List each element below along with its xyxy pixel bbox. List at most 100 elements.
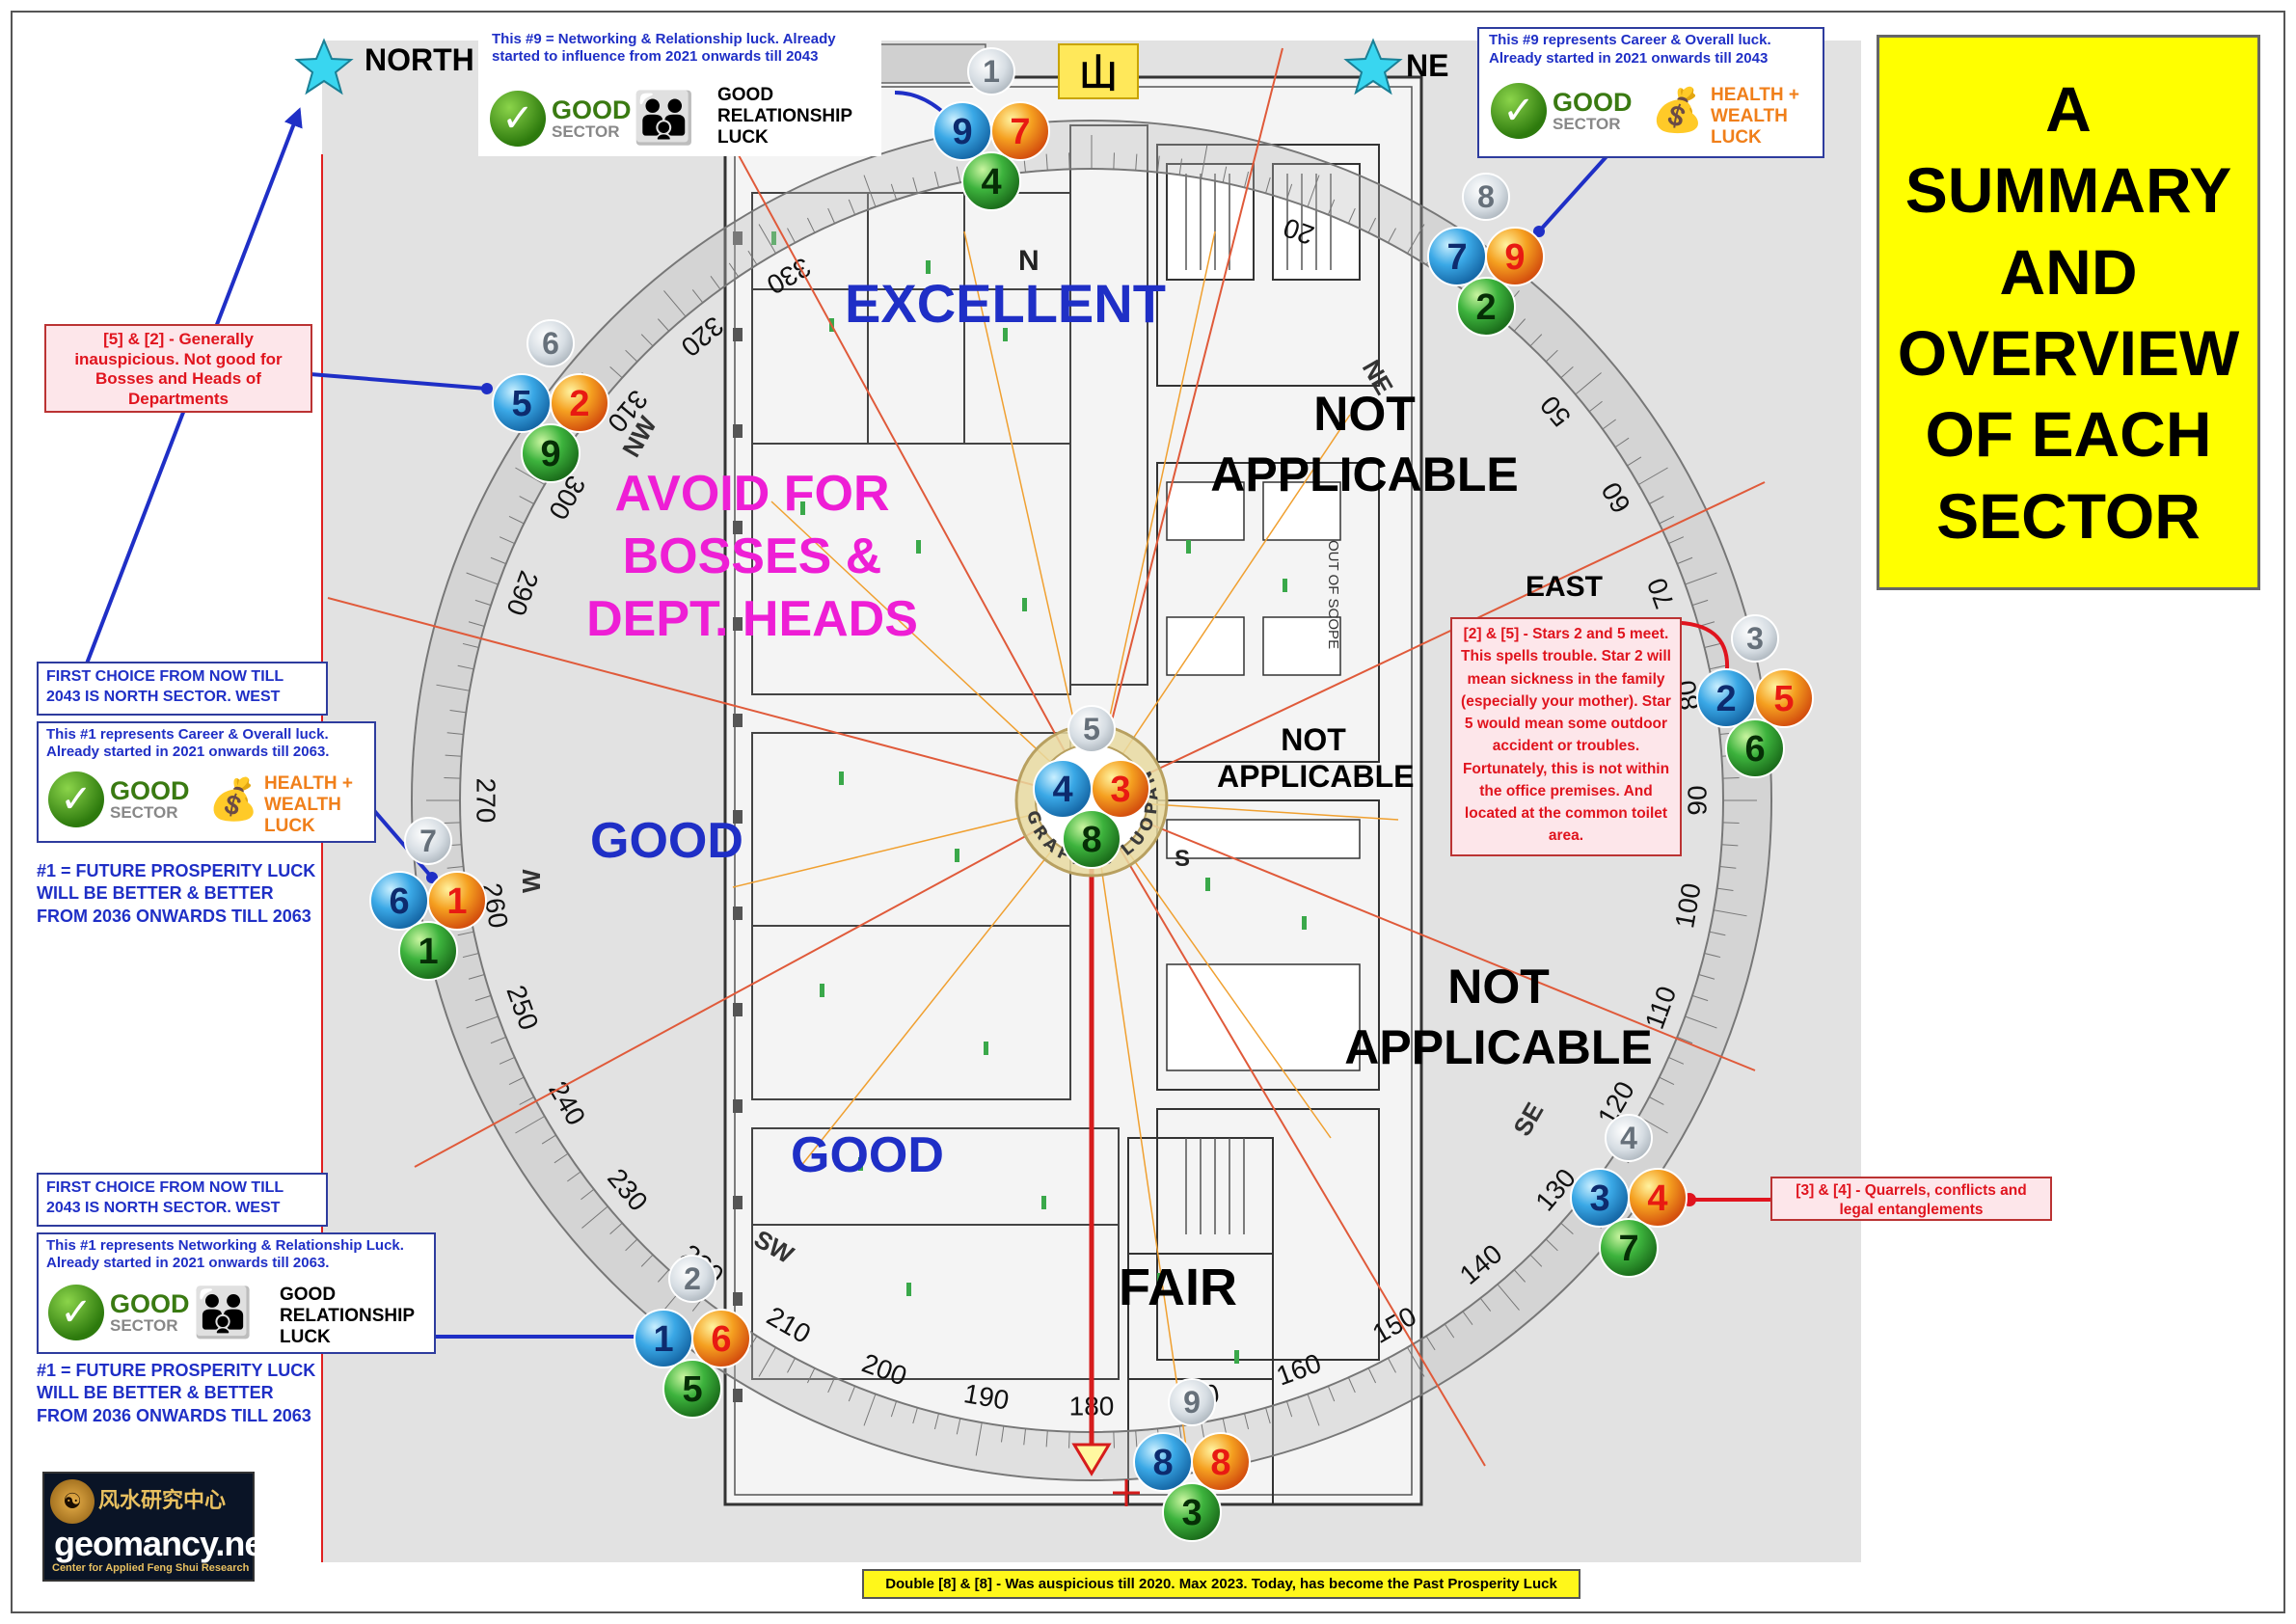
compass-tick [912, 1407, 918, 1424]
compass-tick [1479, 1297, 1492, 1312]
relationship-luck-text: GOOD RELATIONSHIP LUCK [280, 1285, 415, 1347]
good-text: GOOD [552, 95, 632, 124]
star-bottom-circle [1725, 718, 1785, 778]
star-top-circle [967, 47, 1015, 95]
compass-tick [499, 1056, 515, 1065]
compass-tick [933, 1413, 940, 1430]
compass-tick [1721, 844, 1739, 847]
compass-tick [1135, 1430, 1138, 1448]
compass-tick [1560, 365, 1574, 379]
checkmark-icon: ✓ [48, 771, 104, 827]
money-bag-icon: 💰 [208, 775, 259, 823]
star-right-number: 2 [569, 384, 589, 424]
star-right-circle [427, 871, 487, 931]
page-frame [11, 11, 2285, 1613]
star-bottom-circle [1062, 809, 1121, 869]
compass-tick [1649, 1096, 1664, 1105]
compass-tick [1588, 400, 1603, 413]
compass-tick [445, 754, 462, 757]
facade-columns [733, 231, 743, 1402]
east-warning-note: [2] & [5] - Stars 2 and 5 meet. This spe… [1450, 617, 1682, 856]
star-top-number: 8 [1477, 179, 1495, 214]
compass-tick [468, 974, 485, 980]
star-left-number: 2 [1715, 679, 1736, 719]
star-top-circle [527, 319, 575, 367]
sw-note-text: This #1 represents Networking & Relation… [46, 1237, 404, 1272]
compass-tick [554, 1152, 569, 1164]
bottom-note: Double [8] & [8] - Was auspicious till 2… [862, 1569, 1580, 1599]
compass-tick [1691, 599, 1709, 607]
money-bag-icon: 💰 [1651, 86, 1704, 135]
compass-tick [640, 334, 654, 347]
compass-tick [1691, 994, 1709, 1002]
compass-tick [625, 1238, 638, 1252]
compass-tick [1000, 1425, 1005, 1443]
checkmark-icon: ✓ [490, 91, 546, 147]
compass-tick [848, 1386, 856, 1402]
compass-tick [1614, 437, 1630, 448]
compass-tick [663, 290, 687, 317]
compass-tick [1307, 1394, 1320, 1426]
west-note-text: This #1 represents Career & Overall luck… [46, 726, 330, 761]
compass-tick [710, 276, 721, 290]
compass-tick [1698, 974, 1715, 980]
compass-tick [1135, 153, 1138, 171]
office-zone-w [751, 732, 1071, 1100]
sector-text: SECTOR [1553, 115, 1621, 133]
compass-tick [1285, 1400, 1293, 1418]
compass-tick [806, 1367, 816, 1384]
star-top-circle [1605, 1114, 1653, 1162]
compass-tick [640, 1254, 654, 1267]
sector-text: SECTOR [110, 803, 178, 822]
compass-tick [1327, 199, 1336, 215]
compass-tick [581, 1205, 608, 1229]
good-text: GOOD [1553, 88, 1633, 117]
out-of-scope-mark: OUT OF SCOPE [1325, 540, 1341, 649]
compass-tick [1113, 1431, 1115, 1448]
relationship-luck-text: GOOD RELATIONSHIP LUCK [717, 85, 852, 148]
star-top-number: 2 [684, 1261, 701, 1296]
compass-tick [457, 664, 474, 670]
compass-tick [1709, 664, 1726, 670]
star-right-number: 4 [1647, 1178, 1667, 1219]
compass-tick [1023, 1428, 1027, 1446]
compass-tick [827, 207, 836, 224]
compass-tick [863, 1394, 877, 1426]
degree-label: 270 [472, 778, 501, 824]
good-text: GOOD [110, 1289, 190, 1318]
family-icon: 👪 [633, 90, 695, 148]
compass-tick [806, 217, 816, 233]
logo-tagline: Center for Applied Feng Shui Research [52, 1562, 250, 1574]
compass-tick [515, 467, 546, 485]
compass-tick [466, 1015, 499, 1029]
compass-tick [1347, 1377, 1356, 1394]
compass-tick [1444, 1323, 1455, 1339]
label-good-sw: GOOD [791, 1127, 944, 1183]
compass-tick [691, 289, 704, 304]
compass-tick [787, 228, 796, 243]
star-right-number: 6 [711, 1319, 731, 1360]
star-right-circle [1628, 1168, 1688, 1228]
star-right-circle [550, 373, 609, 433]
compass-tick [1243, 171, 1250, 188]
compass-tick [1668, 536, 1685, 545]
plan-n-mark: N [1018, 245, 1040, 277]
star-left-number: 7 [1446, 237, 1467, 278]
star-top-number: 7 [419, 824, 437, 858]
sector-text: SECTOR [110, 1316, 178, 1335]
compass-tick [933, 171, 940, 188]
star-right-circle [990, 101, 1050, 161]
summary-title-box: A SUMMARY AND OVERVIEW OF EACH SECTOR [1877, 35, 2260, 590]
compass-tick [567, 1171, 581, 1182]
north-star-icon [294, 38, 354, 95]
compass-tick [466, 572, 499, 585]
good-text: GOOD [110, 776, 190, 805]
star-bottom-number: 8 [1081, 820, 1101, 860]
